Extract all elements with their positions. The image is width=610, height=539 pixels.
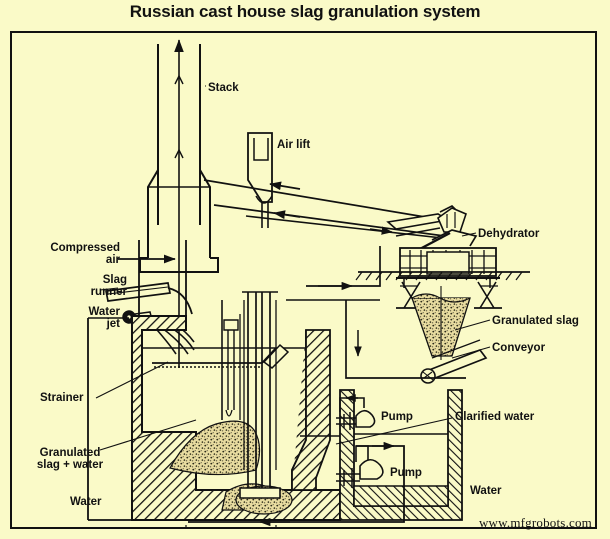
label-conveyor: Conveyor: [492, 342, 546, 354]
page-title: Russian cast house slag granulation syst…: [129, 2, 481, 21]
label-strainer: Strainer: [40, 392, 84, 404]
label-water-jet: Water jet: [88, 306, 120, 330]
water-pool-boundary: [87, 317, 340, 521]
label-pump-lower: Pump: [390, 467, 422, 479]
compressed-air-line: [118, 240, 187, 330]
leader-lines: [95, 85, 491, 451]
water-circuit: [188, 246, 466, 527]
central-riser-pipes: [221, 291, 281, 499]
label-slag-runner: Slag runner: [90, 274, 127, 298]
label-compressed-air: Compressed air: [50, 242, 120, 266]
label-dehydrator: Dehydrator: [478, 228, 540, 240]
dehydrator-machine: [386, 205, 502, 309]
label-water-left: Water: [70, 496, 102, 508]
frame-ticks: [185, 525, 277, 529]
label-granulated-slag-water: Granulated slag + water: [36, 447, 104, 471]
granulated-slag-pile: [411, 286, 471, 360]
ground-line-right: [355, 271, 530, 281]
pump-upper-unit: [336, 394, 376, 430]
label-stack: Stack: [208, 82, 239, 94]
label-granulated-slag: Granulated slag: [492, 315, 579, 327]
watermark: www.mfgrobots.com: [478, 515, 592, 530]
upper-pipework: [203, 179, 461, 241]
slag-runner: [104, 282, 193, 315]
label-water-right: Water: [470, 485, 502, 497]
granulation-tank: [131, 315, 341, 521]
air-lift-unit: [247, 132, 273, 228]
label-pump-upper: Pump: [381, 411, 413, 423]
conveyor-belt: [420, 339, 488, 384]
label-air-lift: Air lift: [277, 139, 311, 151]
label-clarified-water: Clarified water: [455, 411, 535, 423]
diagram-frame: [10, 31, 597, 529]
stack-structure: [139, 39, 219, 368]
